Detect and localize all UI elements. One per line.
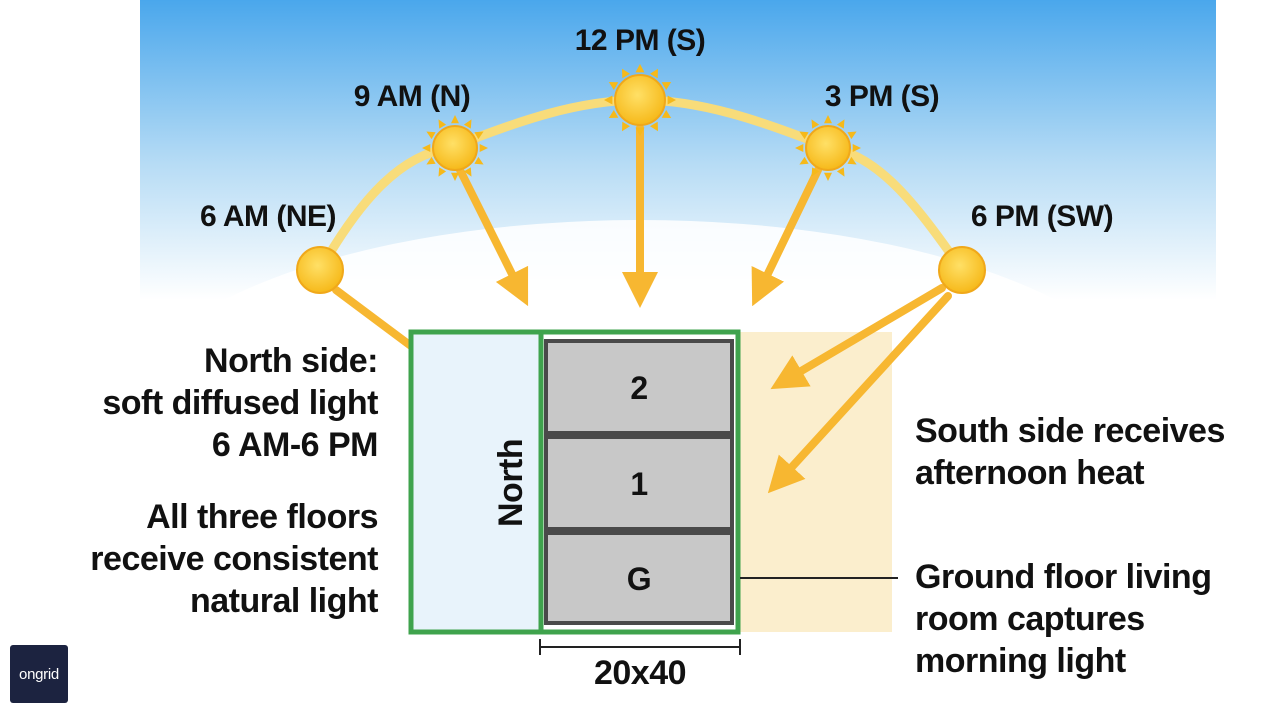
sun-ray bbox=[622, 121, 630, 132]
sun-label-3pm: 3 PM (S) bbox=[824, 80, 940, 113]
sun-label-6pm: 6 PM (SW) bbox=[970, 200, 1114, 233]
sun-ray bbox=[650, 68, 658, 79]
sun-ray bbox=[635, 127, 645, 136]
all-floors-annotation: All three floors receive consistent natu… bbox=[60, 496, 378, 622]
sun-ray bbox=[795, 144, 804, 152]
sun-ray bbox=[463, 167, 472, 177]
sun-ray bbox=[426, 131, 436, 140]
sun-ray bbox=[608, 82, 619, 90]
sun-ray bbox=[604, 95, 613, 105]
sun-ray bbox=[474, 156, 484, 165]
sun-ray bbox=[463, 119, 472, 129]
sun-ray bbox=[811, 167, 820, 177]
floor-label-g: G bbox=[626, 561, 652, 597]
floor-1-box bbox=[544, 435, 734, 531]
ray-3pm bbox=[751, 166, 822, 307]
sun-disc bbox=[432, 125, 478, 171]
sun-ray bbox=[667, 95, 676, 105]
north-panel bbox=[411, 332, 541, 632]
all-floors-line-2: receive consistent bbox=[90, 540, 378, 578]
sun-ray bbox=[811, 119, 820, 129]
sun-ray bbox=[824, 172, 832, 181]
sun-label-6am: 6 AM (NE) bbox=[199, 200, 337, 233]
floor-label-1: 1 bbox=[630, 466, 648, 502]
sun-disc bbox=[296, 246, 344, 294]
ray-6pm-lower bbox=[767, 292, 952, 494]
sun-ray bbox=[847, 156, 857, 165]
sun-ray bbox=[799, 156, 809, 165]
south-side-line-2: afternoon heat bbox=[915, 454, 1145, 492]
sun-ray bbox=[635, 64, 645, 73]
sun-ray bbox=[847, 131, 857, 140]
floor-g-box bbox=[544, 531, 734, 625]
sun-ray bbox=[661, 82, 672, 90]
sun-ray bbox=[608, 110, 619, 118]
sun-ray bbox=[479, 144, 488, 152]
sun-ray bbox=[799, 131, 809, 140]
all-floors-line-1: All three floors bbox=[146, 498, 378, 536]
sun-ray bbox=[852, 144, 861, 152]
ray-9am bbox=[456, 166, 529, 307]
sun-ray bbox=[438, 119, 447, 129]
floor-2-box bbox=[544, 339, 734, 435]
all-floors-line-3: natural light bbox=[189, 582, 379, 620]
dimension-label: 20x40 bbox=[593, 654, 687, 692]
ground-floor-line-3: morning light bbox=[915, 642, 1126, 680]
ground-floor-annotation: Ground floor living room captures mornin… bbox=[915, 556, 1255, 682]
sun-3pm-icon bbox=[795, 115, 861, 181]
sun-label-9am: 9 AM (N) bbox=[353, 80, 471, 113]
north-side-line-2: soft diffused light bbox=[102, 384, 378, 422]
sun-ray bbox=[438, 167, 447, 177]
sun-ray bbox=[622, 68, 630, 79]
sun-disc bbox=[938, 246, 986, 294]
north-side-line-3: 6 AM-6 PM bbox=[211, 426, 379, 464]
south-side-annotation: South side receives afternoon heat bbox=[915, 410, 1255, 494]
ray-6pm-upper bbox=[770, 284, 946, 390]
sun-ray bbox=[426, 156, 436, 165]
sun-6am-icon bbox=[296, 246, 344, 294]
building-outline bbox=[408, 329, 741, 635]
sun-ray bbox=[650, 121, 658, 132]
north-side-line-1: North side: bbox=[204, 342, 378, 380]
sun-12pm-icon bbox=[604, 64, 676, 136]
sun-6pm-icon bbox=[938, 246, 986, 294]
sun-ray bbox=[451, 115, 459, 124]
south-side-line-1: South side receives bbox=[915, 412, 1225, 450]
suns bbox=[296, 64, 986, 294]
sun-9am-icon bbox=[422, 115, 488, 181]
sun-ray bbox=[474, 131, 484, 140]
sun-ray bbox=[824, 115, 832, 124]
sun-disc bbox=[805, 125, 851, 171]
floor-label-2: 2 bbox=[630, 370, 648, 406]
north-side-annotation: North side: soft diffused light 6 AM-6 P… bbox=[60, 340, 378, 466]
sun-ray bbox=[836, 167, 845, 177]
logo-text: ongrid bbox=[19, 665, 59, 683]
ground-floor-line-1: Ground floor living bbox=[915, 558, 1212, 596]
dimension-line bbox=[539, 639, 741, 655]
sun-disc bbox=[614, 74, 666, 126]
sun-ray bbox=[422, 144, 431, 152]
north-label: North bbox=[492, 438, 530, 527]
sun-ray bbox=[451, 172, 459, 181]
ground-floor-line-2: room captures bbox=[915, 600, 1145, 638]
sun-label-12pm: 12 PM (S) bbox=[574, 24, 706, 57]
sun-ray bbox=[836, 119, 845, 129]
sun-ray bbox=[661, 110, 672, 118]
ongrid-logo: ongrid bbox=[10, 645, 68, 703]
